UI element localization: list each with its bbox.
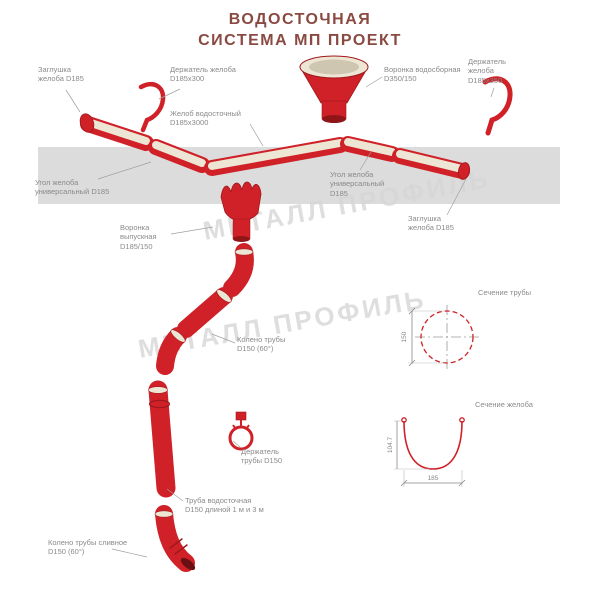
gutter-hook-left [138,81,166,133]
label-gutter-section: Сечение желоба [475,400,533,409]
label-drain-elbow: Колено трубы сливное D150 (60°) [48,538,128,557]
downpipe [148,243,254,572]
page-title: ВОДОСТОЧНАЯ СИСТЕМА МП ПРОЕКТ [0,10,600,52]
label-gutter-hook-left: Держатель желоба D185х300 [170,65,236,84]
gutter-section-diagram: 104.7 185 [387,417,466,487]
label-gutter-corner-right: Угол желоба универсальный D185 [330,170,385,198]
label-gutter-hook-right: Держатель желоба D185х350 [468,57,507,85]
page-title-line2: СИСТЕМА МП ПРОЕКТ [198,31,402,49]
label-collecting-funnel: Воронка водосборная D350/150 [384,65,461,84]
leader-lines [65,76,495,558]
outlet-funnel [220,181,262,242]
gutter-hook-right [482,76,513,136]
label-gutter-corner-left: Угол желоба универсальный D185 [35,178,110,197]
label-downpipe: Труба водосточная D150 длиной 1 м и 3 м [185,496,264,515]
label-gutter: Желоб водосточный D185х3000 [170,109,241,128]
gutter-width-dimension: 185 [428,475,439,482]
page-title-line1: ВОДОСТОЧНАЯ [228,11,372,28]
label-gutter-endcap-left: Заглушка желоба D185 [38,65,84,84]
label-gutter-endcap-right: Заглушка желоба D185 [408,214,454,233]
gutter-endcap-right [457,162,471,180]
gutter-endcap-left [79,113,95,133]
collecting-funnel [299,55,369,123]
gutter-assembly [79,113,471,180]
label-outlet-funnel: Воронка выпускная D185/150 [120,223,157,251]
pipe-diameter-dimension: 150 [401,331,408,342]
pipe-holder-drawing [228,411,254,451]
label-pipe-elbow: Колено трубы D150 (60°) [237,335,286,354]
pipe-section-diagram: 150 [401,305,479,369]
label-pipe-holder: Держатель трубы D150 [241,447,283,466]
gutter-height-dimension: 104.7 [387,436,394,453]
label-pipe-section: Сечение трубы [478,288,532,297]
